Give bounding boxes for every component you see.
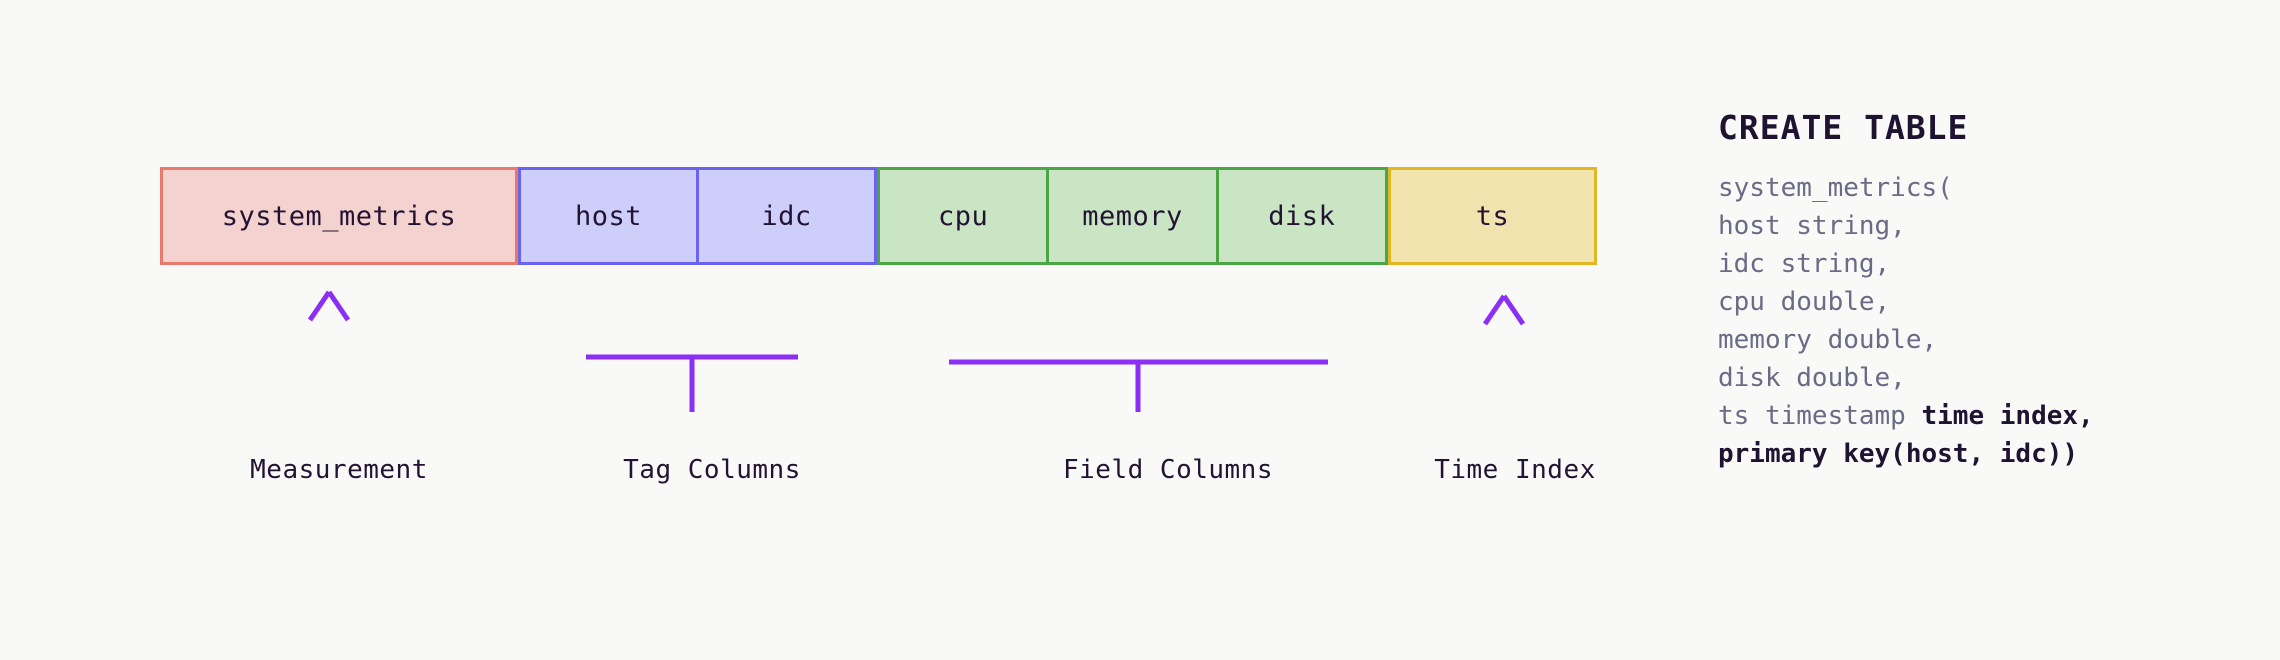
sql-title: CREATE TABLE <box>1718 108 1969 147</box>
column-cell-ts: ts <box>1475 200 1510 232</box>
sql-text: memory double, <box>1718 325 1938 355</box>
label-time-index: Time Index <box>1434 455 1596 485</box>
label-tag-columns: Tag Columns <box>623 455 801 485</box>
sql-text: idc string, <box>1718 249 1891 279</box>
column-group-tags: host idc <box>518 167 877 265</box>
sql-text: ts timestamp <box>1718 401 1922 431</box>
schema-strip: system_metrics host idc cpu memory disk … <box>160 167 1597 265</box>
sql-line: cpu double, <box>1718 283 2238 321</box>
sql-text: disk double, <box>1718 363 1906 393</box>
column-cell-memory: memory <box>1046 170 1215 262</box>
connector-arrow-time-index <box>1482 294 1526 415</box>
sql-line: memory double, <box>1718 321 2238 359</box>
label-field-columns: Field Columns <box>1063 455 1273 485</box>
column-group-measurement: system_metrics <box>160 167 518 265</box>
sql-line: idc string, <box>1718 245 2238 283</box>
column-cell-cpu: cpu <box>938 200 989 232</box>
column-cell-disk: disk <box>1215 170 1385 262</box>
sql-statement: system_metrics(host string, idc string, cp… <box>1718 169 2238 473</box>
connector-arrow-measurement <box>307 290 351 410</box>
label-measurement: Measurement <box>250 455 428 485</box>
sql-line: primary key(host, idc)) <box>1718 435 2238 473</box>
sql-line: host string, <box>1718 207 2238 245</box>
column-group-time-index: ts <box>1388 167 1597 265</box>
sql-text: host string, <box>1718 211 1906 241</box>
sql-keyword: primary key(host, idc)) <box>1718 439 2079 469</box>
column-cell-idc: idc <box>696 170 874 262</box>
sql-text: system_metrics( <box>1718 173 1953 203</box>
sql-panel: CREATE TABLE system_metrics(host string,… <box>1718 108 2238 473</box>
sql-keyword: time index, <box>1921 401 2094 431</box>
column-cell-system-metrics: system_metrics <box>221 200 457 232</box>
sql-line: system_metrics( <box>1718 169 2238 207</box>
sql-line: ts timestamp time index, <box>1718 397 2238 435</box>
connector-bracket-fields <box>949 300 1328 412</box>
connector-bracket-tags <box>586 300 798 412</box>
column-cell-host: host <box>574 200 643 232</box>
sql-line: disk double, <box>1718 359 2238 397</box>
column-group-fields: cpu memory disk <box>877 167 1388 265</box>
sql-text: cpu double, <box>1718 287 1891 317</box>
